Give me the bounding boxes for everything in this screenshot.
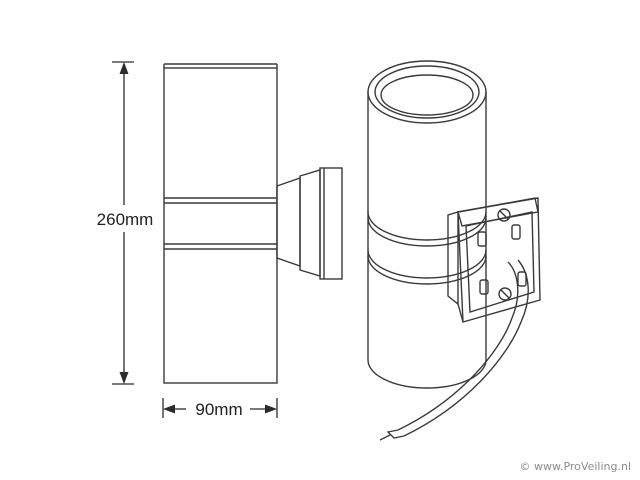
height-dim-arrow-top — [119, 62, 129, 74]
side-view-bracket-flange — [299, 169, 321, 277]
mount-slot — [511, 224, 521, 240]
side-view-bracket-neck — [276, 177, 301, 267]
width-dimension — [162, 398, 278, 418]
side-view-body — [163, 67, 278, 384]
screw-slot — [500, 289, 510, 299]
side-view — [163, 63, 343, 384]
height-dimension — [112, 61, 134, 385]
width-dim-arrow-left — [163, 404, 175, 414]
mount-box-left-edge — [447, 211, 459, 306]
cable — [403, 259, 529, 437]
cylinder-band-line — [367, 255, 487, 285]
cylinder-top-inner-rim — [374, 65, 480, 119]
side-view-wall-plate — [319, 167, 343, 280]
height-dimension-label: 260mm — [97, 210, 154, 229]
cylinder-band-line — [367, 211, 487, 241]
mount-slot — [517, 271, 527, 287]
height-dim-arrow-bottom — [119, 372, 129, 384]
cable-end — [386, 429, 405, 439]
cylinder-band-line — [367, 217, 487, 247]
mount-box-outer — [457, 197, 541, 323]
cylinder-bottom-edge — [367, 359, 487, 389]
cylinder-top-lens — [380, 74, 474, 116]
width-dim-arrow-right — [265, 404, 277, 414]
perspective-view — [367, 60, 541, 441]
mount-slot — [479, 279, 489, 295]
width-dimension-label: 90mm — [195, 400, 242, 419]
cable — [397, 261, 519, 431]
screw-icon — [498, 287, 512, 301]
mount-box-top-face — [457, 197, 539, 227]
mount-box-bottom-edge — [457, 303, 464, 323]
cable-wire-end — [379, 434, 391, 441]
watermark: © www.ProVeiling.nl — [519, 460, 631, 473]
cylinder-top-outer-rim — [367, 60, 487, 124]
screw-slot — [499, 210, 509, 220]
screw-icon — [497, 208, 511, 222]
mount-slot — [477, 231, 487, 247]
cylinder-band-line — [367, 249, 487, 279]
